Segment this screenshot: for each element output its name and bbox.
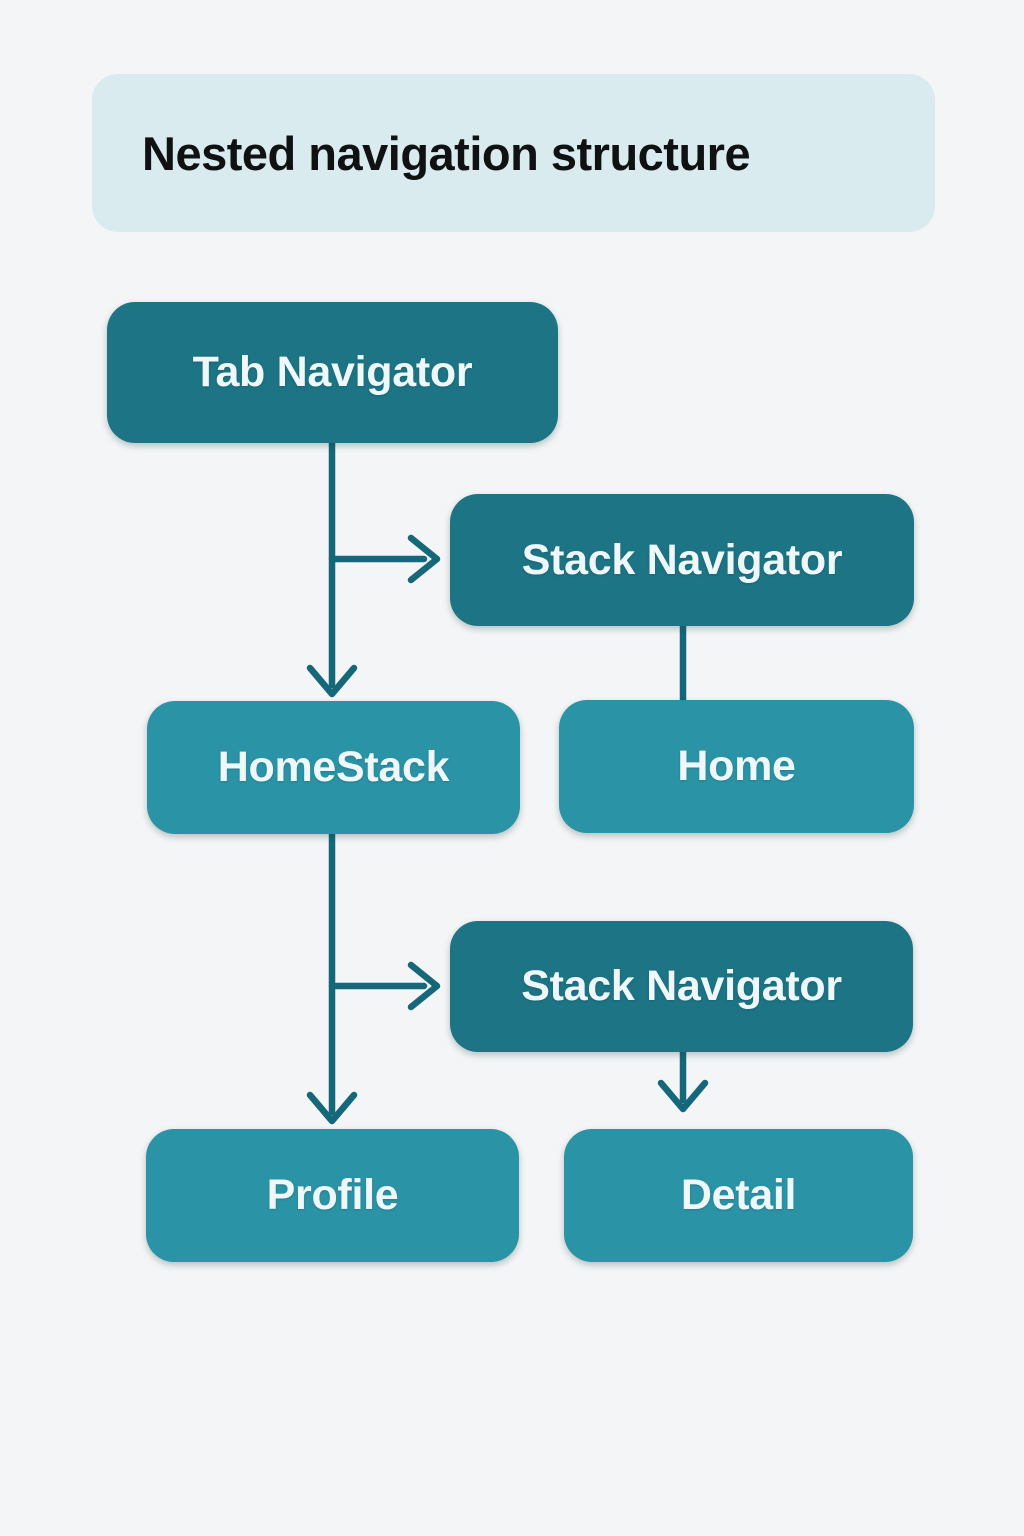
node-detail-label: Detail: [680, 1171, 797, 1219]
arrowhead-right-stacknav-bottom: [407, 961, 441, 1011]
node-detail: Detail: [564, 1129, 913, 1262]
node-profile: Profile: [146, 1129, 519, 1262]
node-stack-navigator-bottom: Stack Navigator: [450, 921, 913, 1052]
arrowhead-right-stacknav-top: [407, 534, 441, 584]
node-tab-navigator-label: Tab Navigator: [192, 348, 473, 396]
node-stack-navigator-top-label: Stack Navigator: [521, 535, 843, 584]
node-stack-navigator-bottom-label: Stack Navigator: [521, 962, 842, 1010]
diagram-title: Nested navigation structure: [142, 126, 751, 180]
node-home-stack: HomeStack: [147, 701, 520, 834]
node-stack-navigator-top: Stack Navigator: [450, 494, 914, 626]
node-home-stack-label: HomeStack: [217, 743, 450, 791]
title-banner: Nested navigation structure: [92, 74, 935, 232]
node-home: Home: [559, 700, 914, 833]
arrowhead-down-detail: [657, 1079, 709, 1113]
node-home-label: Home: [677, 742, 796, 790]
arrowhead-down-homestack: [306, 664, 358, 698]
arrowhead-down-profile: [306, 1091, 358, 1125]
node-profile-label: Profile: [266, 1171, 399, 1219]
node-tab-navigator: Tab Navigator: [107, 302, 558, 443]
